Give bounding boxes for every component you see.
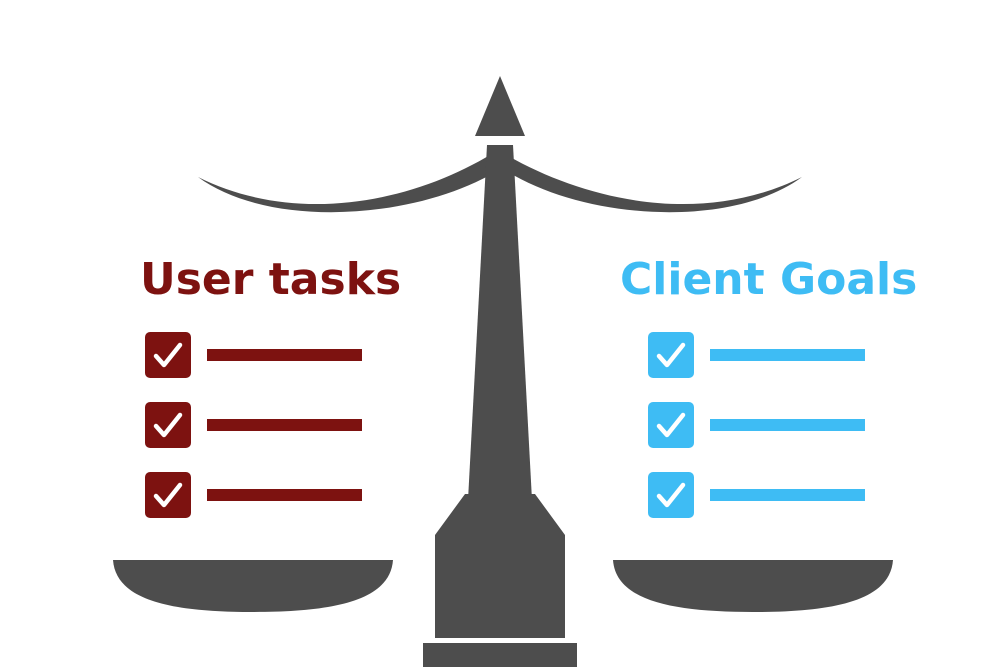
user-tasks-checklist	[145, 332, 362, 518]
checklist-line	[207, 419, 362, 431]
left-pan	[113, 560, 393, 612]
checkmark-icon	[656, 342, 686, 368]
checklist-line	[207, 489, 362, 501]
scale-base-shoulder	[435, 494, 565, 548]
right-pan	[613, 560, 893, 612]
checkbox-checked-icon	[648, 472, 694, 518]
checkbox-checked-icon	[648, 332, 694, 378]
checkbox-checked-icon	[648, 402, 694, 448]
checkbox-checked-icon	[145, 402, 191, 448]
checkmark-icon	[656, 412, 686, 438]
client-goals-checklist	[648, 332, 865, 518]
user-tasks-title: User tasks	[140, 254, 402, 305]
checkmark-icon	[153, 342, 183, 368]
checkbox-checked-icon	[145, 472, 191, 518]
checkmark-icon	[656, 482, 686, 508]
scale-foot	[423, 643, 577, 667]
checklist-line	[710, 419, 865, 431]
scale-pillar	[468, 145, 532, 500]
scale-base-block	[435, 546, 565, 638]
scale-tip	[475, 76, 525, 136]
checklist-line	[710, 489, 865, 501]
checklist-line	[207, 349, 362, 361]
client-goals-title: Client Goals	[620, 254, 918, 305]
balance-scale-icon	[113, 76, 893, 667]
checkmark-icon	[153, 482, 183, 508]
checklist-line	[710, 349, 865, 361]
checkbox-checked-icon	[145, 332, 191, 378]
checkmark-icon	[153, 412, 183, 438]
